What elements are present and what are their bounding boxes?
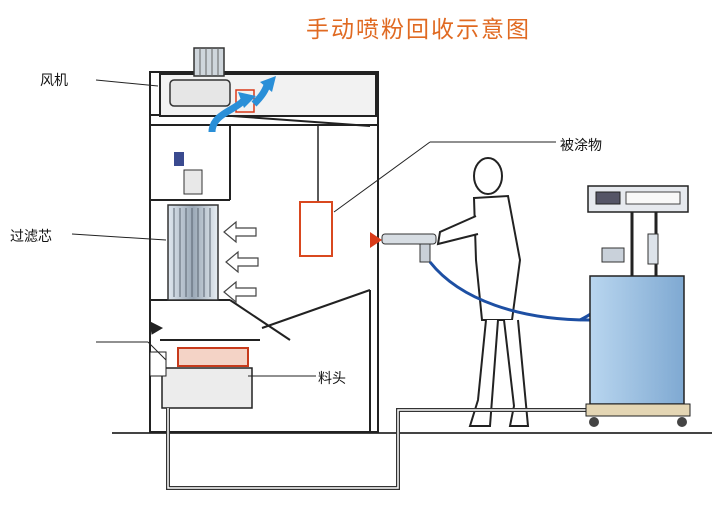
label-workpiece: 被涂物 — [560, 138, 602, 154]
recovery-pipe-inner — [167, 408, 590, 489]
label-filter: 过滤芯 — [10, 229, 52, 245]
motor-housing — [183, 169, 203, 195]
airflow-exit-head — [260, 76, 276, 92]
label-material-head: 料头 — [318, 371, 346, 387]
spray-gun-icon — [381, 233, 437, 263]
operator-figure — [436, 157, 530, 427]
powder-control-unit — [585, 185, 691, 427]
inflow-arrows — [223, 220, 259, 304]
booth-hood-edge — [231, 115, 371, 127]
diagram-title: 手动喷粉回收示意图 — [306, 17, 531, 43]
filter-cartridge-icon — [167, 204, 219, 301]
leader-lines — [71, 79, 556, 377]
powder-hose — [428, 261, 591, 322]
powder-spray-cone — [370, 232, 382, 248]
label-fan: 风机 — [40, 73, 68, 89]
material-head-box — [149, 347, 253, 409]
motor-block — [174, 152, 184, 166]
airflow-arrow-head — [238, 92, 256, 108]
fan-icon — [169, 47, 255, 113]
airflow-arrow-icon — [208, 97, 247, 133]
workpiece-box — [299, 201, 333, 257]
